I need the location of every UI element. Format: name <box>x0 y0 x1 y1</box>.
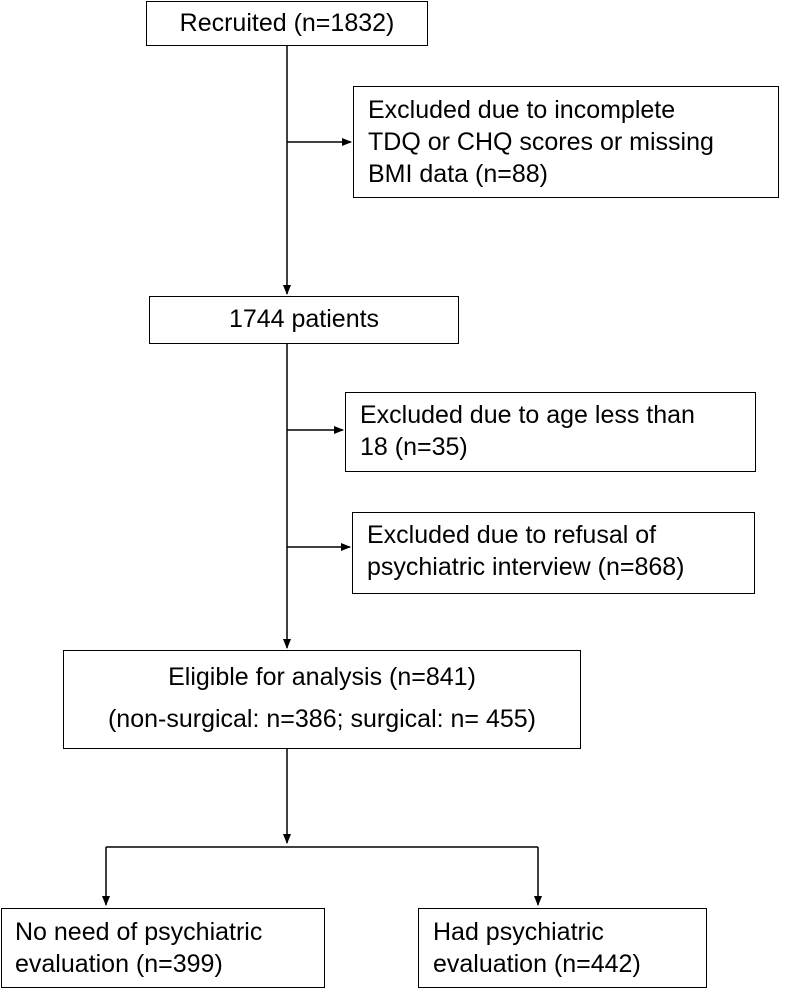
had-eval-line-2: evaluation (n=442) <box>433 950 641 978</box>
excluded-age-line-1: Excluded due to age less than <box>360 401 695 429</box>
no-need-line-1: No need of psychiatric <box>15 918 263 946</box>
patients-box: 1744 patients <box>149 296 459 344</box>
excluded-incomplete-box: Excluded due to incomplete TDQ or CHQ sc… <box>353 86 779 198</box>
excluded-incomplete-line-1: Excluded due to incomplete <box>368 96 676 124</box>
recruited-box: Recruited (n=1832) <box>146 1 428 46</box>
excluded-refusal-line-2: psychiatric interview (n=868) <box>367 553 685 581</box>
eligible-line-2: (non-surgical: n=386; surgical: n= 455) <box>107 705 537 733</box>
had-eval-line-1: Had psychiatric <box>433 918 604 946</box>
eligible-box: Eligible for analysis (n=841) (non-surgi… <box>63 650 581 749</box>
excluded-incomplete-line-3: BMI data (n=88) <box>368 160 548 188</box>
excluded-refusal-line-1: Excluded due to refusal of <box>367 521 657 549</box>
patients-label: 1744 patients <box>228 305 380 333</box>
no-need-line-2: evaluation (n=399) <box>15 950 223 978</box>
excluded-incomplete-line-2: TDQ or CHQ scores or missing <box>368 128 714 156</box>
recruited-label: Recruited (n=1832) <box>179 9 395 37</box>
excluded-age-line-2: 18 (n=35) <box>360 433 468 461</box>
eligible-line-1: Eligible for analysis (n=841) <box>168 663 476 691</box>
no-need-evaluation-box: No need of psychiatric evaluation (n=399… <box>1 908 325 988</box>
excluded-age-box: Excluded due to age less than 18 (n=35) <box>345 392 756 472</box>
excluded-refusal-box: Excluded due to refusal of psychiatric i… <box>352 512 755 594</box>
had-evaluation-box: Had psychiatric evaluation (n=442) <box>418 908 707 988</box>
